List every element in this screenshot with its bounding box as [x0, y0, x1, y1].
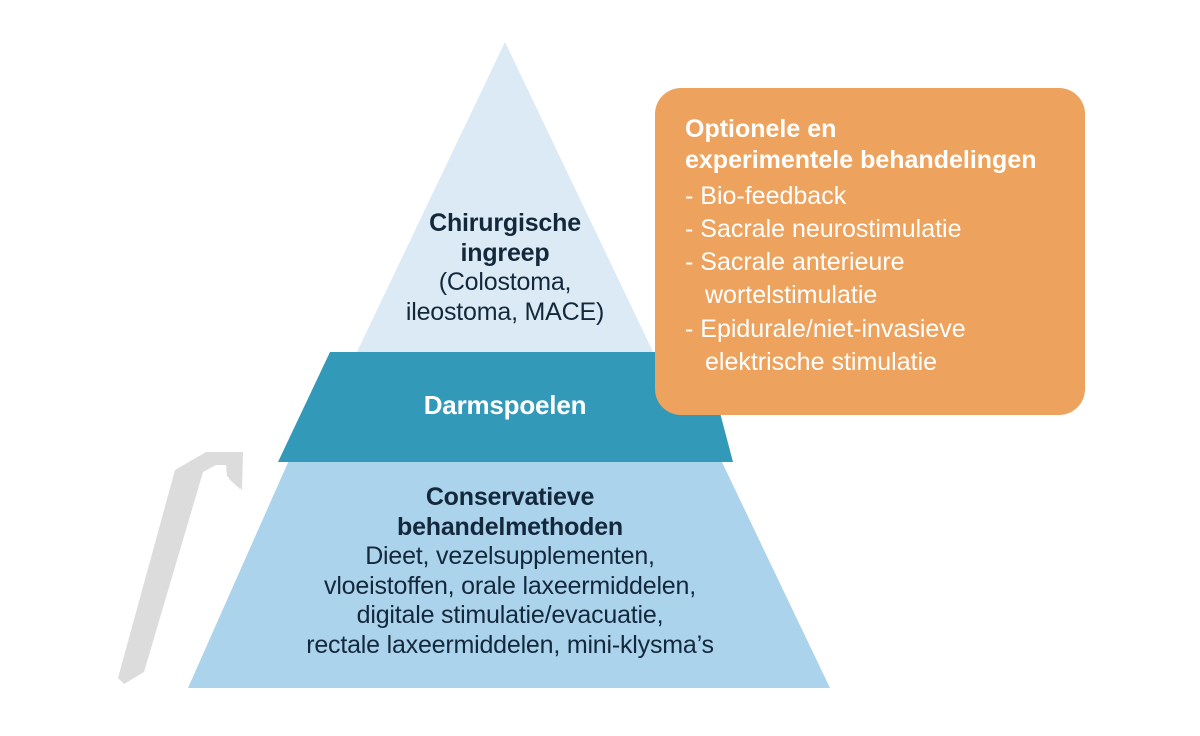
list-item: - Epidurale/niet-invasieve elektrische s…: [685, 314, 966, 376]
tier-heading-line: Chirurgische: [429, 209, 581, 237]
tier-heading-line: ingreep: [460, 238, 550, 267]
list-item: - Sacrale neurostimulatie: [685, 214, 962, 243]
pyramid-tier-surgical: [334, 42, 676, 400]
tier-heading-line: behandelmethoden: [397, 512, 623, 541]
tier-detail-line: Dieet, vezelsupplementen,: [365, 542, 655, 570]
optional-treatments-callout: Optionele en experimentele behandelingen…: [655, 88, 1085, 415]
tier-heading-line: Darmspoelen: [423, 390, 587, 420]
list-item: - Sacrale anterieure wortelstimulatie: [685, 248, 905, 310]
tier-detail-line: (Colostoma,: [438, 268, 572, 296]
pyramid-tier-bowel-irrigation: [278, 352, 733, 462]
tier-detail-line: ileostoma, MACE): [405, 297, 605, 326]
tier-detail-line: rectale laxeermiddelen, mini-klysma’s: [306, 630, 714, 659]
tier-label-conservative: Conservatieve behandelmethoden Dieet, ve…: [245, 483, 775, 660]
callout-title-line: experimentele behandelingen: [685, 146, 1037, 175]
tier-detail-line: vloeistoffen, orale laxeermiddelen,: [324, 571, 696, 600]
tier-label-surgical: Chirurgische ingreep (Colostoma, ileosto…: [330, 209, 680, 327]
callout-list: - Bio-feedback - Sacrale neurostimulatie…: [685, 180, 1063, 380]
tier-heading-line: Conservatieve: [425, 483, 595, 511]
escalation-arrow-icon: [118, 452, 243, 684]
tier-detail-line: digitale stimulatie/evacuatie,: [356, 601, 664, 629]
callout-title: Optionele en experimentele behandelingen: [685, 114, 1063, 177]
tier-label-bowel-irrigation: Darmspoelen: [300, 390, 710, 421]
pyramid-tier-conservative: [188, 458, 830, 688]
list-item: - Bio-feedback: [685, 181, 847, 210]
callout-title-line: Optionele en: [685, 115, 837, 143]
